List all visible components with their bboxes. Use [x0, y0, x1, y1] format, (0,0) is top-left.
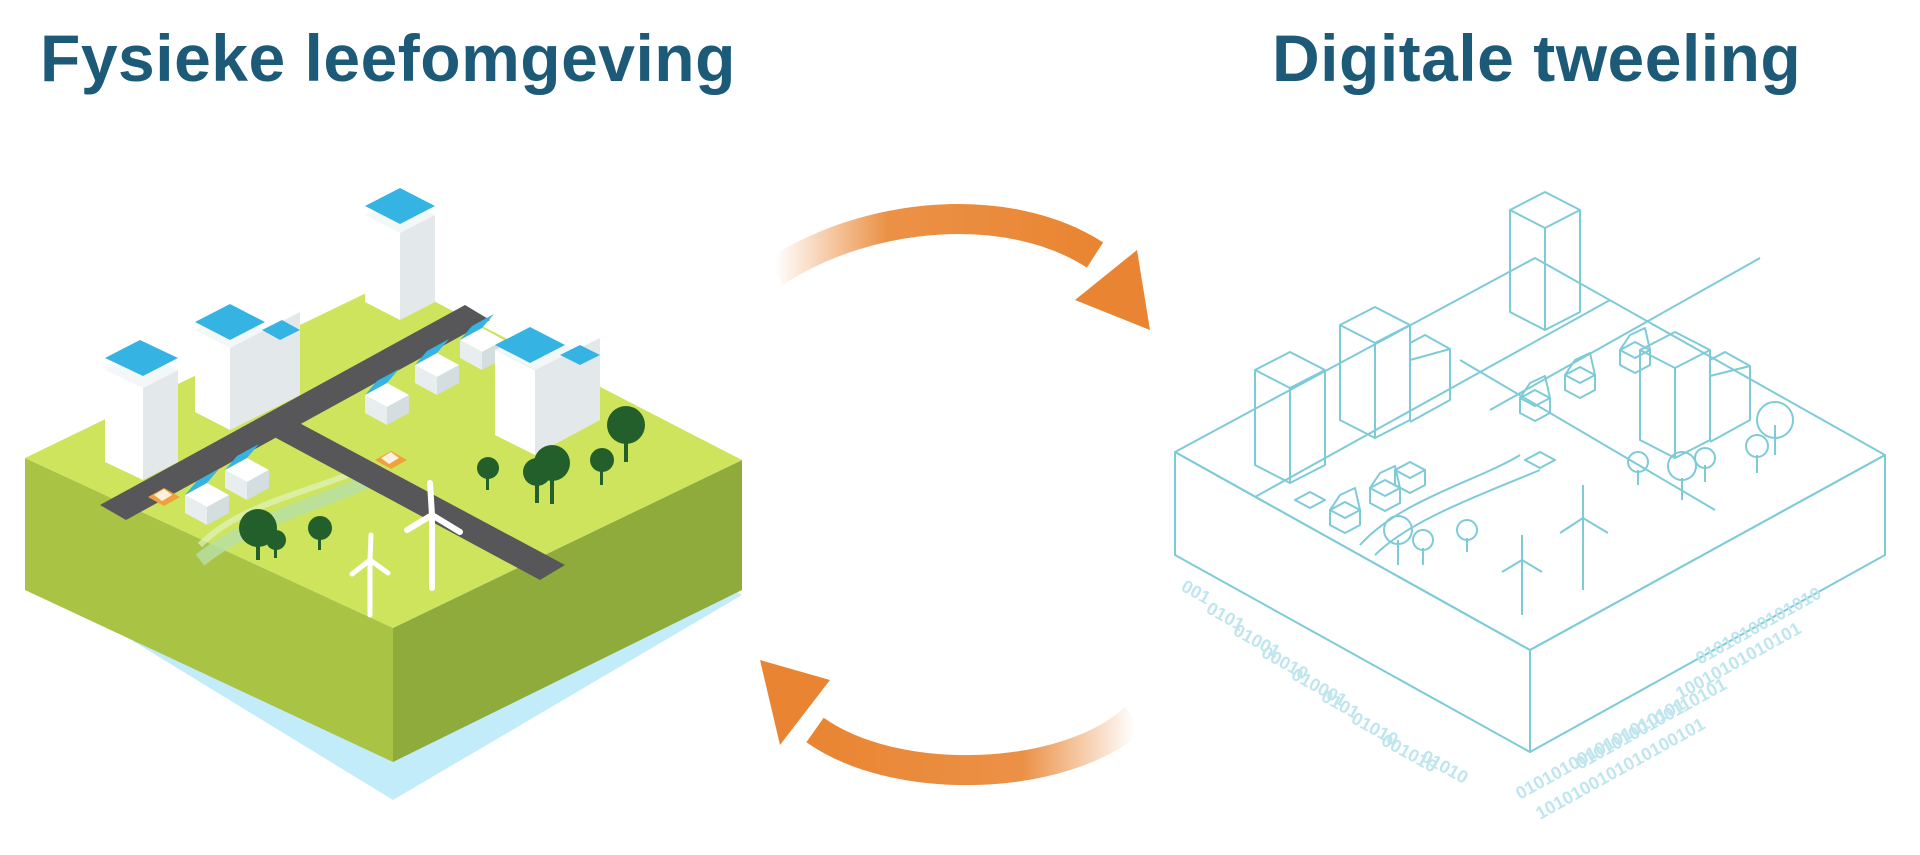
twin-tree: [1667, 451, 1697, 500]
twin-car: [1524, 451, 1556, 469]
wind-turbine: [349, 532, 391, 618]
tree: [308, 516, 332, 550]
digital-twin-title: Digitale tweeling: [1272, 21, 1802, 95]
twin-tree: [1456, 519, 1478, 552]
digital-twin-block: [1174, 191, 1886, 753]
building-right: [495, 327, 600, 455]
twin-wind-turbine: [1501, 535, 1543, 615]
tree: [477, 457, 499, 490]
twin-building-tower: [1509, 191, 1581, 331]
road-network: [100, 305, 565, 580]
twin-building: [1254, 351, 1326, 484]
house: [415, 339, 459, 395]
twin-plot-line: [1254, 299, 1611, 498]
binary-text: 001: [1178, 576, 1214, 608]
tree: [590, 448, 614, 485]
twin-house: [1619, 327, 1651, 374]
physical-city-block: [25, 188, 742, 800]
house: [185, 469, 229, 525]
car: [148, 488, 180, 506]
twin-tree: [1745, 434, 1769, 473]
arrow-to-twin: [766, 204, 1104, 285]
binary-strip-left: 001 0101 01001 00010 010001 0101 01010 0…: [1178, 576, 1471, 788]
ground-side-left: [25, 458, 393, 762]
twin-tree: [1756, 401, 1794, 455]
ground-side-right: [393, 460, 742, 762]
twin-house: [1519, 375, 1551, 422]
tree: [266, 530, 286, 558]
road-branch: [265, 418, 565, 580]
twin-tree: [1383, 515, 1413, 565]
sync-arrows: [760, 204, 1150, 786]
ground-top: [25, 280, 742, 628]
twin-house: [1564, 352, 1596, 399]
twin-house: [1394, 461, 1426, 494]
tree: [607, 406, 645, 462]
twin-ground-top: [1174, 257, 1886, 651]
house: [460, 314, 504, 370]
arrow-to-physical-head: [760, 660, 830, 745]
building-tower: [365, 188, 435, 320]
tree: [534, 445, 570, 504]
house: [225, 444, 269, 500]
twin-tree: [1627, 451, 1649, 485]
arrow-to-twin-head: [1075, 250, 1150, 330]
building-tall-left: [105, 340, 178, 480]
twin-wind-turbine: [1559, 485, 1609, 590]
twin-side-right: [1529, 454, 1886, 753]
building-mid-left: [195, 304, 300, 430]
twin-building: [1639, 331, 1751, 459]
twin-path-curve: [1374, 469, 1541, 556]
binary-strip-right: 01010100101010 10010101010101 0101010010…: [1512, 583, 1824, 823]
wind-turbine: [404, 480, 463, 591]
house: [365, 369, 409, 425]
arrow-to-physical: [806, 706, 1146, 786]
car: [375, 451, 407, 469]
twin-building: [1339, 306, 1451, 439]
road-main: [100, 305, 490, 520]
twin-tree: [1412, 529, 1434, 565]
twin-plot-line: [1459, 359, 1716, 511]
twin-car: [1294, 491, 1326, 509]
footpath-2: [197, 467, 362, 548]
binary-text: 01010: [1418, 746, 1471, 788]
twin-path-curve: [1359, 454, 1521, 546]
twin-plot-line: [1489, 257, 1761, 411]
footpath: [195, 473, 374, 566]
twin-house: [1329, 487, 1361, 534]
physical-environment-title: Fysieke leefomgeving: [40, 21, 736, 95]
twin-tree: [1694, 447, 1716, 482]
